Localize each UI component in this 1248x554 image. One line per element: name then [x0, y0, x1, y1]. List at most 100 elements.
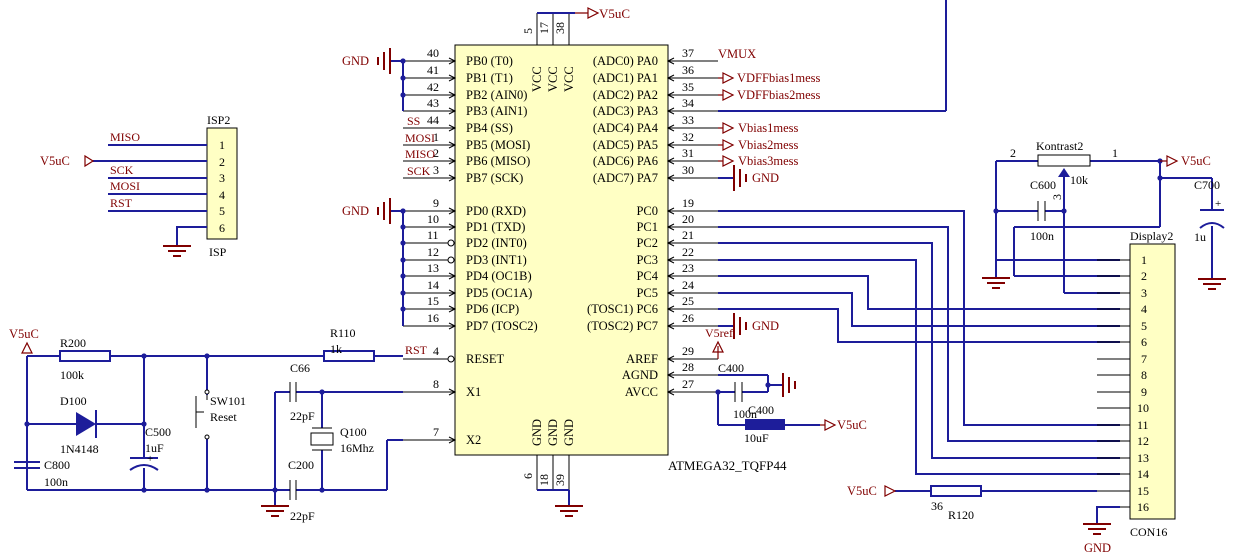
- mcu-atmega32: 40 41 42 43 44 1 2 3 9 10 11 12 13 14 15…: [403, 13, 787, 490]
- pin-label-pd4: PD4 (OC1B): [466, 269, 532, 283]
- display-connector: Display2 CON16 1 2 3 4 5 6 7 8 9 10 11 1…: [847, 229, 1176, 554]
- r110-value: 1k: [330, 342, 342, 356]
- pin-number: 24: [682, 278, 694, 292]
- r120-ref: R120: [948, 508, 974, 522]
- avcc-network: C400 100n C400 V5uC 10uF: [715, 361, 867, 445]
- net-label-v5uc: V5uC: [837, 418, 867, 432]
- isp-connector: ISP2 ISP 1 2 3 4 5 6 V5uC MISO SCK MOSI …: [40, 113, 238, 259]
- pin-label-vcc: VCC: [546, 66, 560, 92]
- pin-number: 9: [433, 196, 439, 210]
- c66-value: 22pF: [290, 409, 315, 423]
- pin-number: 2: [433, 146, 439, 160]
- display-pin: 16: [1137, 500, 1149, 514]
- kontrast-pin3: 3: [1050, 194, 1064, 200]
- pin-number: 6: [521, 473, 535, 479]
- pin-number: 39: [553, 474, 567, 486]
- pin-label-pd6: PD6 (ICP): [466, 302, 519, 316]
- vcc-top-net: V5uC: [537, 6, 630, 21]
- pc7-gnd: GND V5ref: [705, 313, 779, 359]
- pin-label-pb6: PB6 (MISO): [466, 154, 530, 168]
- pin-number: 25: [682, 294, 694, 308]
- isp-pin: 6: [219, 221, 225, 235]
- pin-number: 7: [433, 425, 439, 439]
- net-label-vbias3: Vbias3mess: [738, 154, 799, 168]
- isp-designator: ISP2: [207, 113, 230, 127]
- pin-label-pc0: PC0: [636, 204, 658, 218]
- isp-pin: 4: [219, 188, 225, 202]
- net-label-v5ref: V5ref: [705, 326, 733, 340]
- pin-label-avcc: AVCC: [625, 385, 658, 399]
- pin-label-pc1: PC1: [636, 220, 658, 234]
- crystal-circuit: C66 22pF Q100 16Mhz C200 22pF: [261, 361, 403, 523]
- pin-label-aref: AREF: [626, 352, 658, 366]
- pin-number: 43: [427, 96, 439, 110]
- kontrast-ref: Kontrast2: [1036, 139, 1083, 153]
- pin-label-pa0: (ADC0) PA0: [593, 54, 658, 68]
- isp-pin: 3: [219, 171, 225, 185]
- net-label-rst: RST: [405, 343, 428, 357]
- pin-label-pa6: (ADC6) PA6: [593, 154, 658, 168]
- c200-ref: C200: [288, 458, 314, 472]
- c400-ref: C400: [718, 361, 744, 375]
- pin-label-agnd: AGND: [622, 368, 658, 382]
- pin-label-pb7: PB7 (SCK): [466, 171, 523, 185]
- net-label-gnd: GND: [752, 171, 779, 185]
- q100-body: [310, 432, 334, 446]
- pin-number: 3: [433, 163, 439, 177]
- pin-number: 19: [682, 196, 694, 210]
- pin-number: 14: [427, 278, 439, 292]
- pin-label-gnd: GND: [530, 419, 544, 446]
- c200-value: 22pF: [290, 509, 315, 523]
- pin-number: 30: [682, 163, 694, 177]
- display-pin: 6: [1141, 335, 1147, 349]
- pin-label-pd7: PD7 (TOSC2): [466, 319, 538, 333]
- pin-label-pd2: PD2 (INT0): [466, 236, 527, 250]
- c500-polarity: +: [147, 453, 153, 465]
- pin-number: 12: [427, 245, 439, 259]
- net-label-vbias1: Vbias1mess: [738, 121, 799, 135]
- display-pin: 2: [1141, 269, 1147, 283]
- pin-number: 4: [433, 344, 439, 358]
- c66-ref: C66: [290, 361, 310, 375]
- net-label-vdffbias1: VDFFbias1mess: [737, 71, 820, 85]
- net-label-v5uc: V5uC: [1181, 154, 1211, 168]
- pin-number: 29: [682, 344, 694, 358]
- c400b-body: [745, 419, 785, 430]
- c700-value: 1u: [1194, 230, 1206, 244]
- net-label-v5uc: V5uC: [40, 154, 70, 168]
- pin-number: 41: [427, 63, 439, 77]
- pin-number: 8: [433, 377, 439, 391]
- pin-label-pb0: PB0 (T0): [466, 54, 513, 68]
- pin-label-pb1: PB1 (T1): [466, 71, 513, 85]
- net-label-gnd: GND: [342, 204, 369, 218]
- pin-number: 42: [427, 80, 439, 94]
- net-label-gnd: GND: [1084, 541, 1111, 554]
- mcu-body: [454, 44, 669, 456]
- pin-number: 28: [682, 360, 694, 374]
- pin-label-pa2: (ADC2) PA2: [593, 88, 658, 102]
- pin-label-pb2: PB2 (AIN0): [466, 88, 527, 102]
- c800-ref: C800: [44, 458, 70, 472]
- net-label-v5uc: V5uC: [9, 327, 39, 341]
- net-label-gnd: GND: [752, 319, 779, 333]
- net-label-sck: SCK: [407, 164, 431, 178]
- pin-number: 11: [427, 228, 439, 242]
- pin-label-pa7: (ADC7) PA7: [593, 171, 658, 185]
- contrast-circuit: + V5uC Kontrast2 10k 2 1 3 C600 100n C70…: [982, 139, 1226, 294]
- c600-ref: C600: [1030, 178, 1056, 192]
- net-label-v5uc: V5uC: [599, 6, 630, 21]
- pin-label-pd3: PD3 (INT1): [466, 253, 527, 267]
- net-label-ss: SS: [407, 114, 420, 128]
- isp-body: [206, 127, 238, 240]
- pin-label-pc4: PC4: [636, 269, 658, 283]
- pin-label-pc6: (TOSC1) PC6: [587, 302, 658, 316]
- pin-label-pb4: PB4 (SS): [466, 121, 513, 135]
- net-label-vdffbias2: VDFFbias2mess: [737, 88, 820, 102]
- c600-value: 100n: [1030, 229, 1054, 243]
- display-pin: 7: [1141, 352, 1147, 366]
- r110-body: [323, 350, 375, 362]
- pin-label-pa5: (ADC5) PA5: [593, 138, 658, 152]
- mcu-gnd-bottom: [537, 489, 583, 517]
- pin-number: 34: [682, 96, 694, 110]
